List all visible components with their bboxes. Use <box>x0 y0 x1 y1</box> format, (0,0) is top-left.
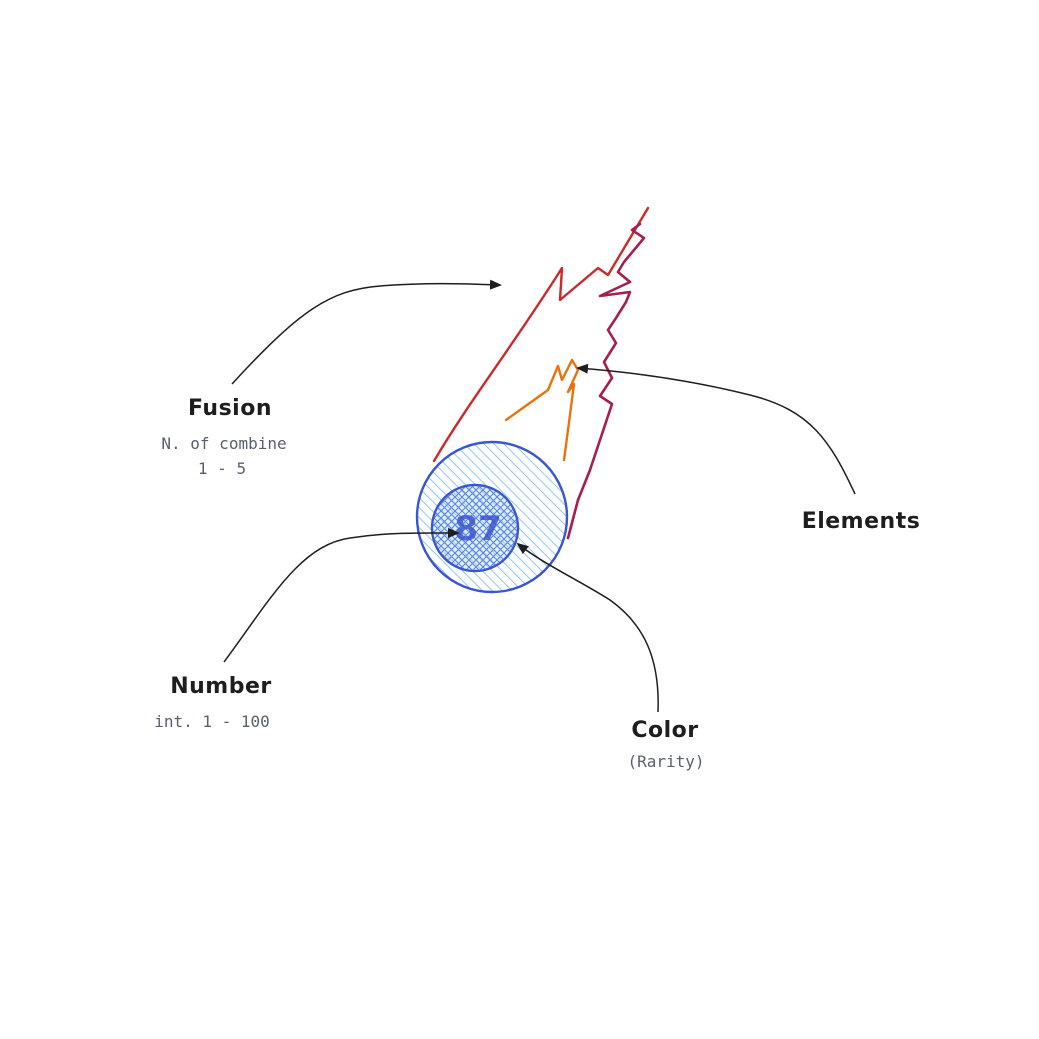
fusion-detail-line2: 1 - 5 <box>197 459 247 478</box>
fusion-title: Fusion <box>187 396 273 421</box>
fusion-arrow <box>231 279 502 385</box>
trail-orange-stroke <box>504 358 580 462</box>
color-title: Color <box>631 718 699 743</box>
elements-title: Elements <box>801 509 921 534</box>
orb-inner-tint <box>433 486 517 570</box>
orb-inner-circle <box>430 483 520 573</box>
number-title: Number <box>170 674 272 699</box>
color-detail-line1: (Rarity) <box>627 752 705 771</box>
number-detail-line1: int. 1 - 100 <box>154 712 270 731</box>
trail-crimson-stroke <box>566 222 646 540</box>
orb-number: 87 <box>454 509 501 549</box>
elements-arrow <box>576 363 856 495</box>
color-arrow <box>516 542 659 713</box>
fusion-detail-line1: N. of combine <box>161 434 287 453</box>
number-arrow <box>223 527 460 663</box>
trail-red-stroke <box>432 206 650 463</box>
